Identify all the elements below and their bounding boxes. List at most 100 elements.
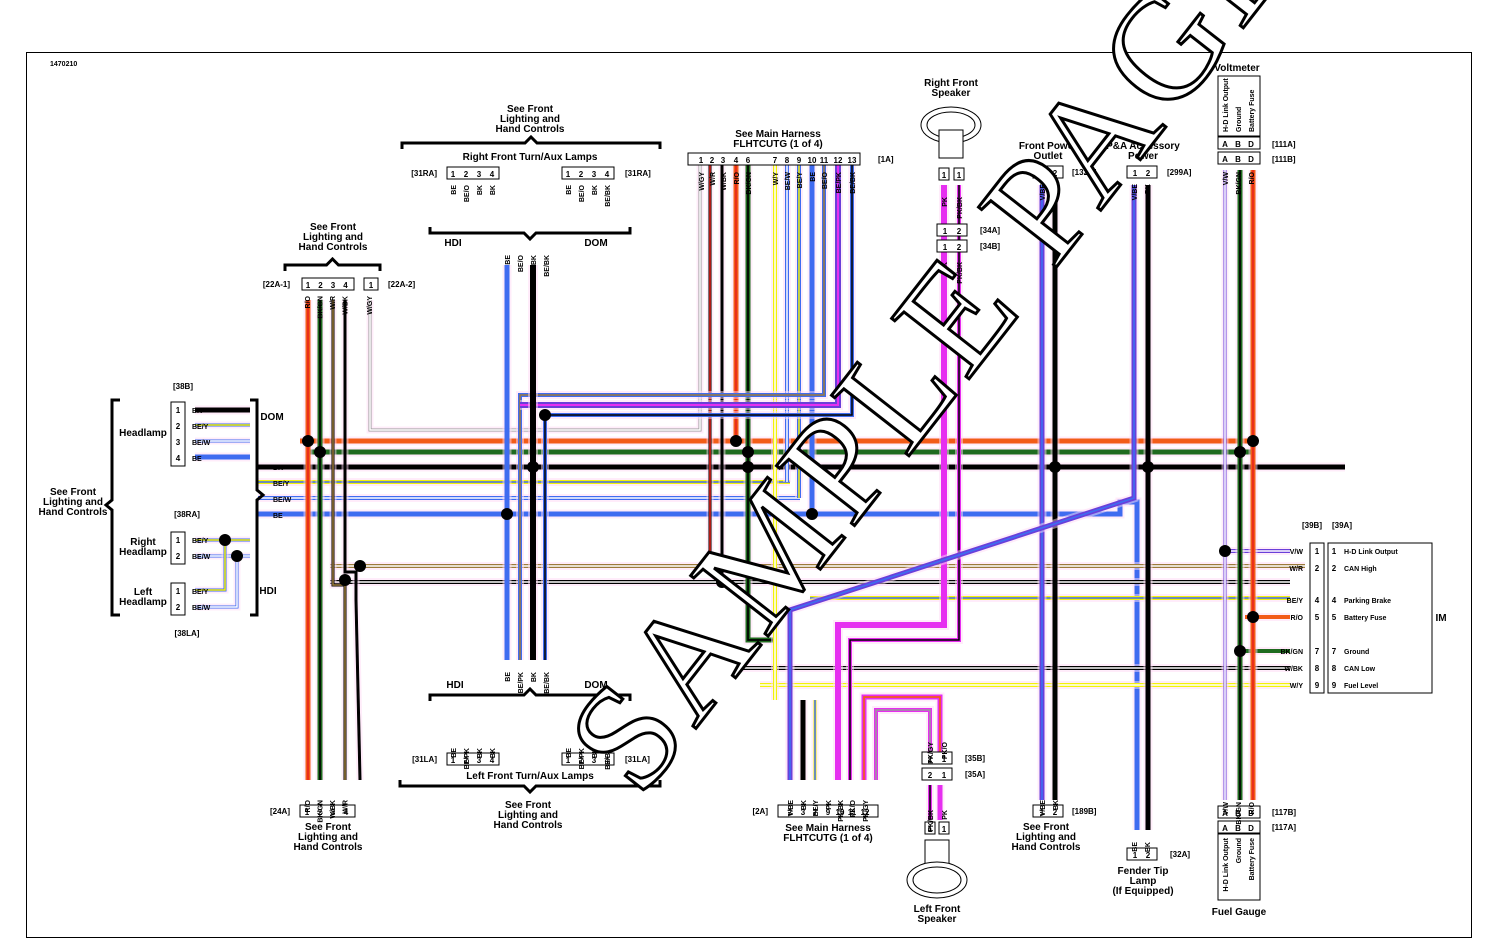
connector-34b [936,239,968,253]
pin-number: 1 [1133,169,1138,178]
wire-code: W/BK [721,172,728,191]
diagram-frame [26,52,1472,938]
pin-function: H-D Link Output [1223,78,1230,132]
wire-code: BE/O [464,184,471,202]
pin-number: 2 [318,808,323,817]
splice-dot [1234,446,1246,458]
group-label: See Front [50,487,97,498]
connector-38la [170,582,186,616]
wire-code: W/BK [1284,666,1303,673]
drawing-number: 1470210 [50,61,77,68]
connector-id: [39A] [1332,521,1352,530]
wire-code: BE/Y [192,589,209,596]
wire-code: W/BK [330,800,337,819]
wire-stripe [789,185,1135,780]
connector-id: [1A] [878,155,894,164]
wire-code: BK/GN [1280,649,1303,656]
left-headlamp-label: Headlamp [119,597,167,608]
connector-34a [936,223,968,237]
connector-id: [38B] [173,382,193,391]
pin-function: Ground [1236,107,1243,132]
wire-code: W/R [710,172,717,186]
pin-function: Ground [1344,649,1369,656]
pin-number: D [1248,824,1254,833]
pin-number: 2 [176,603,181,612]
group-title: Hand Controls [1012,842,1081,853]
splice-dot [231,550,243,562]
wire-stripe [195,556,238,608]
wire-code: BK [592,748,599,758]
wire-code: BK [273,465,283,472]
connector-32a [1126,847,1158,861]
pin-function: Battery Fuse [1249,89,1256,132]
pin-number: 2 [579,170,584,179]
pin-function: Battery Fuse [1344,615,1387,622]
pin-number: 1 [1332,547,1337,556]
wire-code: BE [566,185,573,195]
wire-stripe [849,185,960,780]
connector-id: [31RA] [625,169,651,178]
splice-dot [527,461,539,473]
wire-code: PK/GY [863,800,870,822]
pin-number: 3 [477,756,482,765]
wire-code: W/GY [367,296,374,315]
group-title: Lighting and [500,114,560,125]
wire-code: BK/GN [318,800,325,823]
group-title: Lighting and [303,232,363,243]
pin-number: 2 [579,756,584,765]
connector-id: [117B] [1272,808,1296,817]
connector-id: [24A] [270,807,290,816]
splice-layer [219,409,1259,657]
brace-dom-hdi [250,398,266,617]
pin-number: 3 [592,170,597,179]
wire-code: W/R [1289,566,1303,573]
pin-number: 9 [1315,681,1320,690]
pin-number: B [1235,824,1241,833]
pin-number: 12 [834,156,843,165]
group-label: Hand Controls [39,507,108,518]
connector-id: [31LA] [412,755,437,764]
pin-number: 11 [848,808,857,817]
group-title: Power [1128,151,1158,162]
wire-code: BE/Y [273,481,290,488]
group-title: Hand Controls [294,842,363,853]
connector-id: [38LA] [175,629,200,638]
wire-code: R/O [1249,801,1256,814]
group-title: Fender Tip [1118,866,1169,877]
wire-code: W/Y [773,172,780,186]
wire-code: BE/Y [192,424,209,431]
connector-24a [299,804,356,818]
group-title: See Front [505,800,552,811]
connector-id: [35A] [965,770,985,779]
connector-id: [111A] [1272,140,1296,149]
wire-code: BE/Y [813,800,820,817]
splice-dot [730,435,742,447]
connector-id: [31RA] [411,169,437,178]
pin-number: 2 [1146,851,1151,860]
splice-dot [1142,461,1154,473]
wire-code: W/GY [699,172,706,191]
group-title: See Front [305,822,352,833]
group-title: P&A Accessory [1106,141,1180,152]
pin-function: Battery Fuse [1249,838,1256,881]
pin-number: 3 [331,808,336,817]
wire-code: BK/GN [1236,802,1243,825]
wire-code: BK/GN [1236,172,1243,195]
wire-code: PK [942,262,949,272]
wire-code: V/BE [1040,800,1047,817]
pin-number: 1 [942,825,947,834]
splice-dot [539,409,551,421]
wire-code: PK [942,810,949,820]
splice-dot [339,574,351,586]
connector-id: [22A-2] [388,280,415,289]
wire-code: BK [592,185,599,195]
connector-id: [38RA] [174,510,200,519]
group-title: Hand Controls [494,820,563,831]
wire-code: BK [531,255,538,265]
connector-189b [1032,804,1064,818]
wire-code: BK [192,408,202,415]
group-title: Right Front [924,78,979,89]
connector-38ra [170,531,186,565]
wire-code: PK/GY [928,742,935,764]
